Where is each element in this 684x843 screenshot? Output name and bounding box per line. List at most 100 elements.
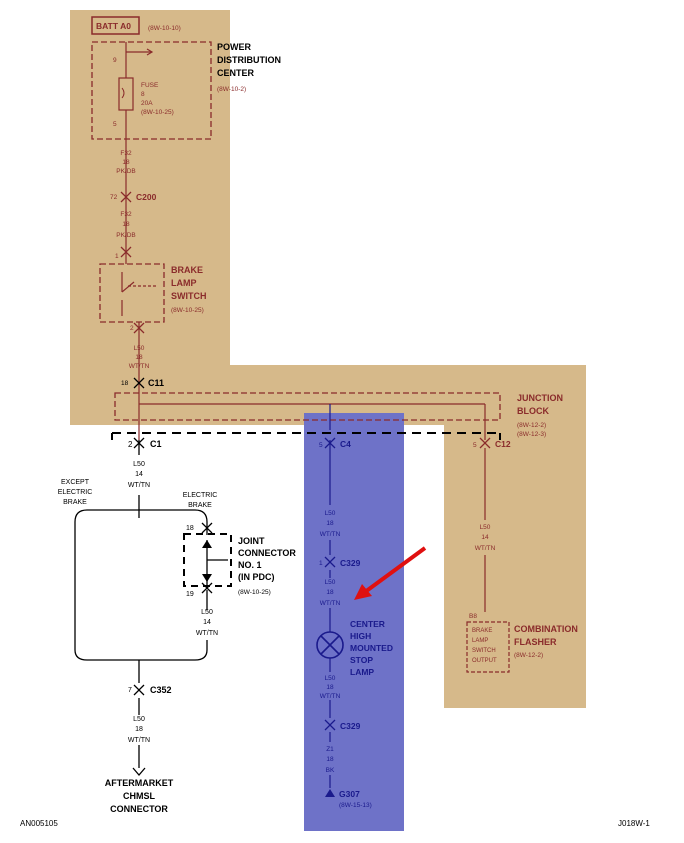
center-wire-4-color: BK <box>326 767 335 774</box>
jc-ref: (8W-10-25) <box>238 589 271 596</box>
left-branch-circuit <box>74 440 232 776</box>
fuse-line-4: (8W-10-25) <box>141 109 174 116</box>
c329-connector-symbol <box>324 556 336 568</box>
left-wire-3-gauge: 18 <box>135 726 143 733</box>
flasher-pin: B8 <box>469 613 477 620</box>
center-wire-1-gauge: 18 <box>326 520 334 527</box>
c352-pin: 7 <box>128 687 132 694</box>
left-wire-1-code: L50 <box>133 461 145 468</box>
jc-top-arrow <box>202 540 212 548</box>
flasher-box-line-3: SWITCH <box>472 648 496 654</box>
flasher-ref: (8W-12-2) <box>514 652 543 659</box>
c4-label: C4 <box>340 439 351 449</box>
c11-connector-symbol <box>133 377 145 389</box>
power-feed-circuit <box>91 16 212 380</box>
wire-f32-gauge: 18 <box>122 159 130 166</box>
chmsl-title-line-3: MOUNTED <box>350 643 393 653</box>
flasher-title-line-2: FLASHER <box>514 637 557 647</box>
center-branch-circuit <box>316 440 344 788</box>
jc-bottom-connector-symbol <box>201 582 213 594</box>
left-wire-2-color: WT/TN <box>196 630 218 637</box>
blue-region-chmsl-circuit <box>304 413 404 831</box>
c329b-label: C329 <box>340 721 361 731</box>
junction-title-line-1: JUNCTION <box>517 393 563 403</box>
c200-pin: 72 <box>110 194 118 201</box>
tan-region-flasher-feed <box>444 420 586 708</box>
connector-symbols <box>120 191 491 731</box>
batt-box <box>91 16 140 35</box>
electric-brake-line-1: ELECTRIC <box>183 492 218 499</box>
figure-code-right: J018W-1 <box>618 819 650 828</box>
bls-pin-1-connector-symbol <box>120 246 132 258</box>
pdc-pin-5: 5 <box>113 121 117 128</box>
ground-symbol <box>325 789 335 797</box>
c329-pin: 1 <box>319 560 323 567</box>
wire-f32b-gauge: 18 <box>122 221 130 228</box>
left-wire-3-code: L50 <box>133 716 145 723</box>
chmsl-connector-line-1: AFTERMARKET <box>105 778 174 788</box>
bls-pin-2-connector-symbol <box>133 322 145 334</box>
highlight-regions <box>70 10 586 831</box>
ground-label: G307 <box>339 789 360 799</box>
c352-connector-symbol <box>133 684 145 696</box>
jc-title-line-3: NO. 1 <box>238 560 262 570</box>
bls-ref: (8W-10-25) <box>171 307 204 314</box>
tan-region-power-feed <box>70 10 230 370</box>
batt-label: BATT A0 <box>96 21 131 31</box>
c329-label: C329 <box>340 558 361 568</box>
center-wire-2-gauge: 18 <box>326 589 334 596</box>
ground-ref: (8W-15-13) <box>339 802 372 809</box>
bls-pin-1: 1 <box>115 253 119 260</box>
chmsl-title-line-2: HIGH <box>350 631 371 641</box>
right-wire-color: WT/TN <box>475 545 496 552</box>
wire-f32-color: PK/DB <box>116 168 136 175</box>
c352-label: C352 <box>150 685 172 695</box>
left-wire-1-color: WT/TN <box>128 482 150 489</box>
pdc-box <box>91 41 212 140</box>
c12-connector-symbol <box>479 437 491 449</box>
c12-label: C12 <box>495 439 511 449</box>
jc-title-line-1: JOINT <box>238 536 265 546</box>
c12-pin: 5 <box>473 442 477 449</box>
jc-top-connector-symbol <box>201 522 213 534</box>
c1-connector-symbol <box>133 437 145 449</box>
combination-flasher-box <box>466 621 510 673</box>
bls-pin-2: 2 <box>130 325 134 332</box>
center-wire-3-gauge: 18 <box>326 684 334 691</box>
wire-l50-a-color: WT/TN <box>129 363 150 370</box>
left-wire-2-code: L50 <box>201 609 213 616</box>
fuse-line-3: 20A <box>141 100 153 107</box>
pdc-title-line-3: CENTER <box>217 68 255 78</box>
junction-block-box <box>114 392 501 421</box>
left-wire-1-gauge: 14 <box>135 471 143 478</box>
chmsl-connector-line-2: CHMSL <box>123 791 155 801</box>
c1-pin: 2 <box>128 440 133 449</box>
junction-ref-2: (8W-12-3) <box>517 431 546 438</box>
bls-title-line-1: BRAKE <box>171 265 203 275</box>
center-wire-3-color: WT/TN <box>320 693 341 700</box>
jc-title-line-4: (IN PDC) <box>238 572 275 582</box>
center-wire-4-gauge: 18 <box>326 756 334 763</box>
bls-title-line-2: LAMP <box>171 278 197 288</box>
brake-lamp-switch-box <box>99 263 165 323</box>
center-wire-3-code: L50 <box>325 675 336 682</box>
pdc-pin-9: 9 <box>113 57 117 64</box>
jc-bottom-arrow <box>202 574 212 582</box>
jc-title-line-2: CONNECTOR <box>238 548 296 558</box>
electric-brake-line-2: BRAKE <box>188 502 212 509</box>
c11-label: C11 <box>148 378 164 388</box>
junction-ref-1: (8W-12-2) <box>517 422 546 429</box>
wire-f32b-code: F32 <box>120 211 132 218</box>
wire-f32-code: F32 <box>120 150 132 157</box>
center-wire-1-code: L50 <box>325 510 336 517</box>
jc-pin-18: 18 <box>186 525 194 532</box>
chmsl-title-line-5: LAMP <box>350 667 374 677</box>
left-wire-2-gauge: 14 <box>203 619 211 626</box>
c200-label: C200 <box>136 192 157 202</box>
except-electric-brake-line-3: BRAKE <box>63 499 87 506</box>
c4-pin: 5 <box>319 442 323 449</box>
fuse-line-1: FUSE <box>141 82 159 89</box>
junction-block <box>111 380 501 440</box>
